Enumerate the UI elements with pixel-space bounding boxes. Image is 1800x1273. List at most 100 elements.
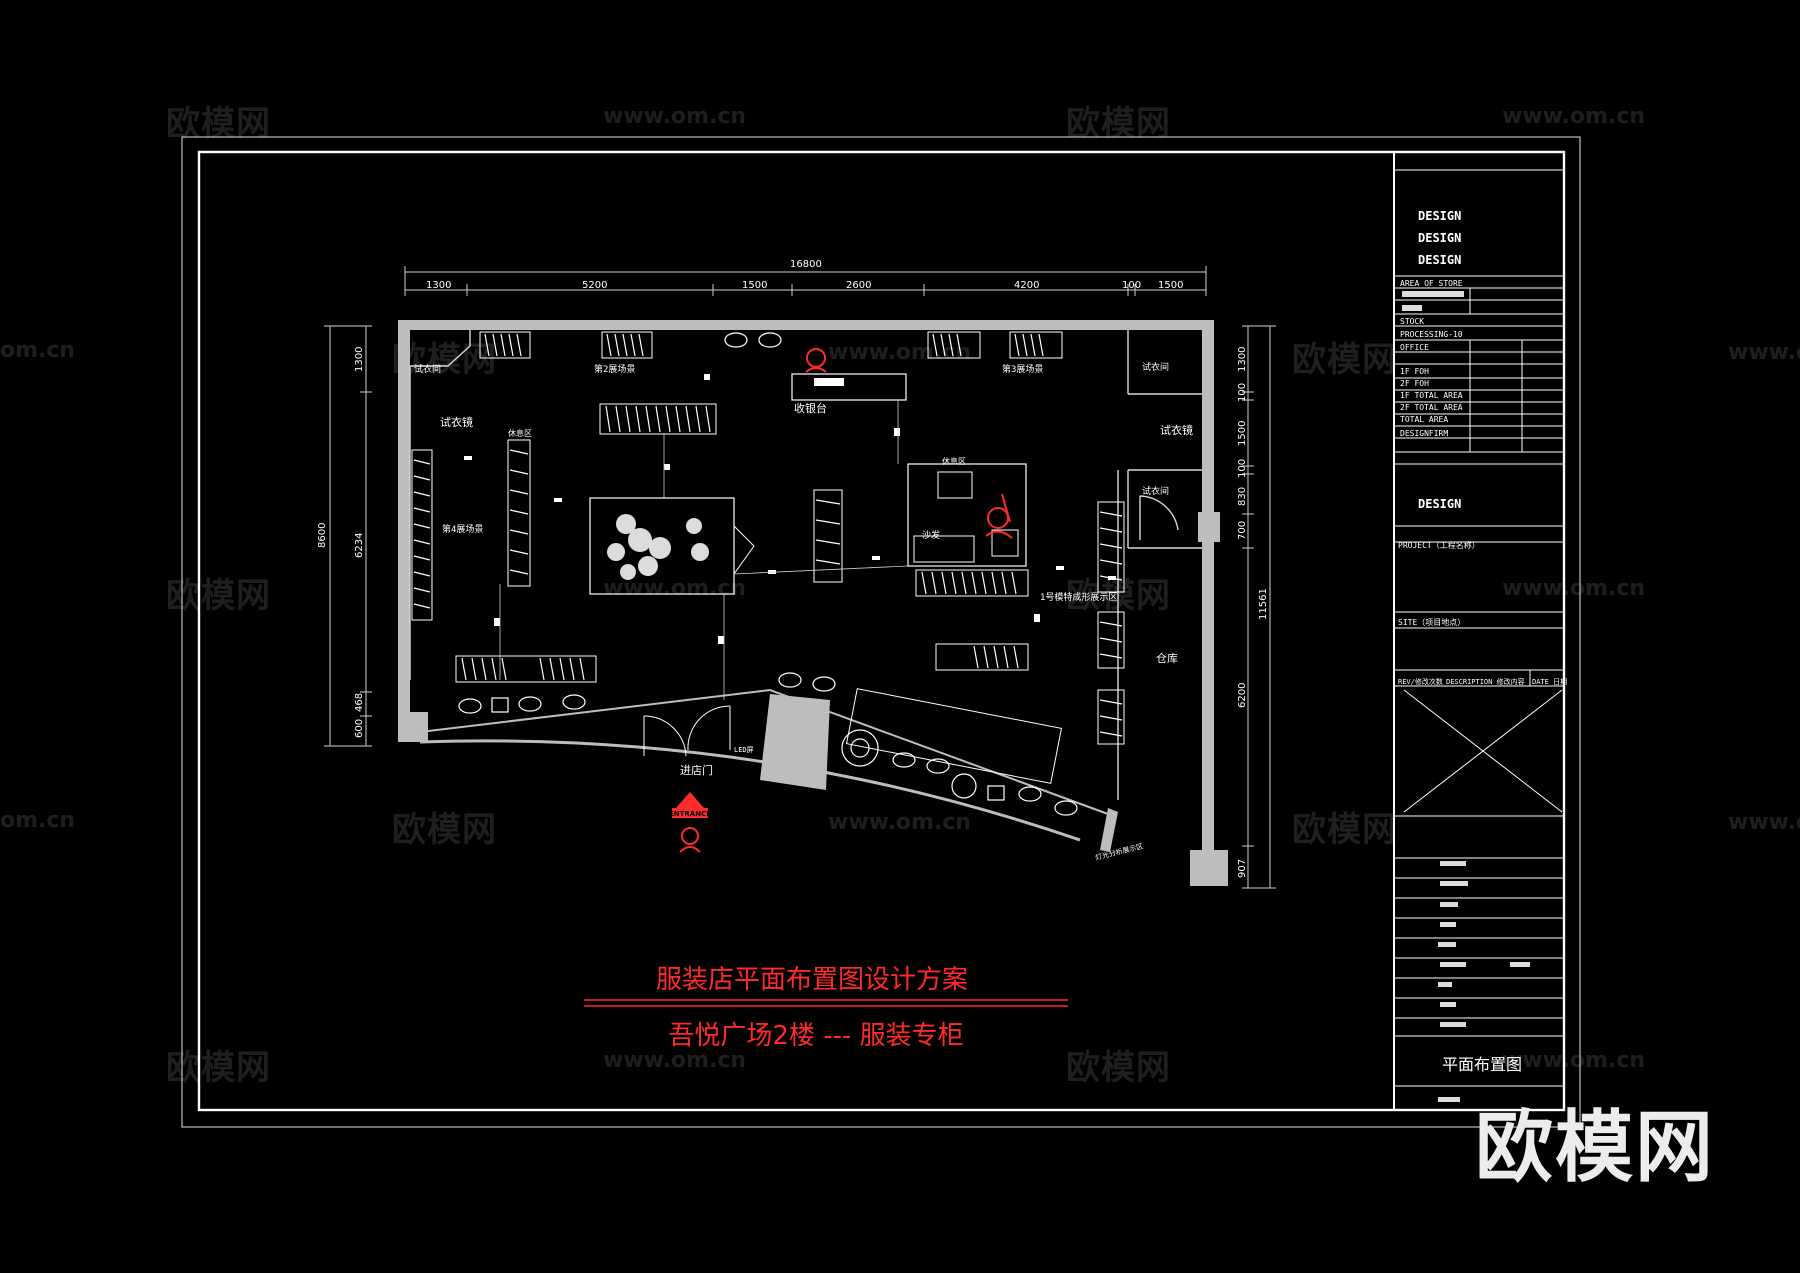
spot-fixtures xyxy=(464,374,1116,644)
island-corner-detail xyxy=(733,524,755,576)
dimension-top: 1300 xyxy=(426,280,451,291)
dimension-right: 6200 xyxy=(1237,683,1248,708)
label-rest-area: 休息区 xyxy=(508,428,532,438)
title-rev-date: DATE 日期 xyxy=(1532,678,1567,686)
title-design-firm: DESIGNFIRM xyxy=(1400,429,1448,438)
lounge-area xyxy=(907,463,1027,567)
tree-decor-icon xyxy=(607,514,709,580)
left-dimension-chain xyxy=(324,325,372,747)
watermark: 欧模网 xyxy=(166,576,271,616)
dimension-top: 4200 xyxy=(1014,280,1039,291)
dimension-left: 1300 xyxy=(354,347,365,372)
cashier-counter xyxy=(791,373,907,401)
dimension-right: 100 xyxy=(1237,459,1248,478)
clothes-racks xyxy=(411,331,1125,784)
title-rev-description: DESCRIPTION 修改内容 xyxy=(1446,677,1525,686)
title-process: PROCESSING-10 xyxy=(1400,330,1463,339)
dimension-left: 468 xyxy=(354,693,365,712)
title-foh: 2F FOH xyxy=(1400,379,1429,388)
label-scene: 第3展场景 xyxy=(1002,363,1043,375)
wall-piece xyxy=(1100,808,1118,852)
subtitle: 吾悦广场2楼 --- 服装专柜 xyxy=(668,1021,963,1051)
watermark: www.om.cn xyxy=(603,1048,747,1073)
watermark: www.om.cn xyxy=(1502,104,1646,129)
watermark: www.o xyxy=(1728,810,1800,835)
watermark: 欧模网 xyxy=(1292,340,1397,380)
label-fitting-mirror: 试衣镜 xyxy=(440,415,473,429)
top-dimension-chain xyxy=(404,266,1207,296)
dimension-top: 5200 xyxy=(582,280,607,291)
label-fitting-mirror: 试衣镜 xyxy=(1160,423,1193,437)
label-display-note: 1号模特成形展示区 xyxy=(1040,591,1117,603)
title-block-fill-bars xyxy=(1402,291,1530,1102)
dimension-top: 1500 xyxy=(742,280,767,291)
title-design-line: DESIGN xyxy=(1418,253,1461,267)
lounge-table xyxy=(937,471,973,499)
dimension-top: 100 xyxy=(1122,280,1141,291)
entrance-badge xyxy=(672,808,708,818)
interior-partitions xyxy=(409,330,1202,800)
inner-sheet-frame xyxy=(197,150,1566,1112)
dimension-right-overall: 11561 xyxy=(1258,588,1269,620)
dimension-right: 830 xyxy=(1237,487,1248,506)
dimension-right: 1300 xyxy=(1237,347,1248,372)
title-block-grid xyxy=(1394,169,1564,1087)
watermark: om.cn xyxy=(0,338,76,363)
armchair xyxy=(991,529,1019,557)
label-cashier: 收银台 xyxy=(794,401,827,415)
title-office: OFFICE xyxy=(1400,343,1429,352)
title-total-area: 2F TOTAL AREA xyxy=(1400,403,1463,412)
chairs xyxy=(458,332,1078,816)
label-fitting-room: 试衣间 xyxy=(1142,361,1169,373)
title-site: SITE（项目地点） xyxy=(1398,617,1465,627)
title-design-bottom: DESIGN xyxy=(1418,497,1461,511)
sofa xyxy=(913,535,975,563)
rack-hangers xyxy=(413,333,1123,737)
watermark: www.om.cn xyxy=(1502,576,1646,601)
cashier-register xyxy=(814,378,844,386)
title-foh: 1F FOH xyxy=(1400,367,1429,376)
label-scene: 第2展场景 xyxy=(594,363,635,375)
watermark: www.om.cn xyxy=(828,810,972,835)
right-dimension-chain xyxy=(1242,325,1276,889)
label-scene: 第4展场景 xyxy=(442,523,483,535)
label-entrance-door: 进店门 xyxy=(680,763,713,777)
entrance-badge-label: ENTRANCE xyxy=(669,810,711,818)
label-rest-area: 休息区 xyxy=(942,456,966,466)
brand-logo: 欧模网 xyxy=(1475,1103,1716,1193)
title-project: PROJECT（工程名称） xyxy=(1398,540,1480,550)
outer-sheet-frame xyxy=(181,136,1581,1128)
title-design-line: DESIGN xyxy=(1418,209,1461,223)
entrance-doors xyxy=(643,705,731,757)
title-total-area: TOTAL AREA xyxy=(1400,415,1448,424)
dimension-left: 600 xyxy=(354,719,365,738)
dimension-right: 907 xyxy=(1237,859,1248,878)
dimension-right: 700 xyxy=(1237,521,1248,540)
watermark: www.om.cn xyxy=(1502,1048,1646,1073)
dimension-top: 2600 xyxy=(846,280,871,291)
label-warehouse: 仓库 xyxy=(1156,651,1178,665)
entrance-person-icon xyxy=(679,827,701,853)
watermark: om.cn xyxy=(0,808,76,833)
title-rev: REV/修改次数 xyxy=(1398,677,1443,686)
dimension-top: 1500 xyxy=(1158,280,1183,291)
dimension-left-overall: 8600 xyxy=(317,523,328,548)
title-stock: STOCK xyxy=(1400,317,1424,326)
watermark: www.om.cn xyxy=(828,340,972,365)
watermark: www.om.cn xyxy=(603,104,747,129)
title-area-of-store: AREA OF STORE xyxy=(1400,279,1463,288)
entrance-arrow-icon xyxy=(676,792,704,808)
guide-lines xyxy=(499,400,909,700)
watermark: 欧模网 xyxy=(166,1048,271,1088)
title-design-line: DESIGN xyxy=(1418,231,1461,245)
label-fitting-room: 试衣间 xyxy=(1142,485,1169,497)
watermark: 欧模网 xyxy=(392,810,497,850)
main-title: 服装店平面布置图设计方案 xyxy=(656,965,968,995)
label-fitting-room: 试衣间 xyxy=(414,363,441,375)
dimension-right: 1500 xyxy=(1237,421,1248,446)
cashier-staff-icon xyxy=(805,348,827,373)
watermark: 欧模网 xyxy=(1066,1048,1171,1088)
watermark: 欧模网 xyxy=(1292,810,1397,850)
